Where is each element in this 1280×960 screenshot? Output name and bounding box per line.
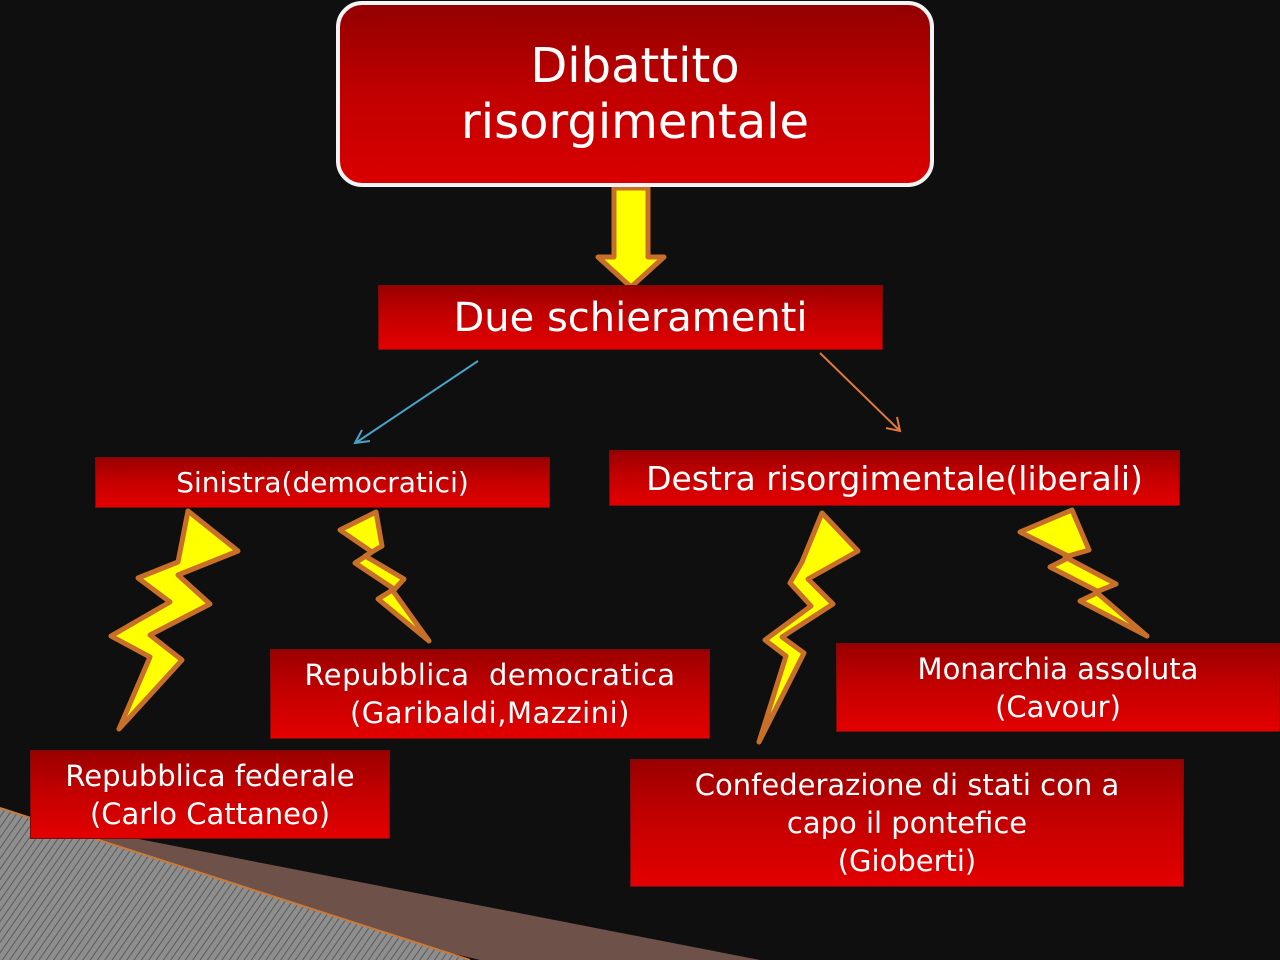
center-node-label: Due schieramenti — [453, 294, 808, 341]
right-child-box-2: Confederazione di stati con a capo il po… — [630, 759, 1184, 887]
left-child-box-1: Repubblica democratica (Garibaldi,Mazzin… — [270, 649, 710, 739]
lightning-bolt-icon — [756, 510, 861, 745]
left-child-2-line-2: (Carlo Cattaneo) — [89, 796, 331, 831]
right-child-2-line-3: (Gioberti) — [837, 844, 977, 878]
right-child-1-line-1: Monarchia assoluta — [917, 651, 1199, 686]
left-connector-arrow — [353, 360, 479, 445]
center-node-box: Due schieramenti — [378, 285, 883, 350]
right-child-2-line-1: Confederazione di stati con a — [694, 768, 1120, 802]
down-arrow-icon — [595, 185, 667, 290]
left-child-1-line-2: (Garibaldi,Mazzini) — [349, 696, 630, 730]
left-child-2-line-1: Repubblica federale — [65, 758, 355, 793]
right-branch-label: Destra risorgimentale(liberali) — [646, 458, 1143, 498]
right-child-1-line-2: (Cavour) — [995, 689, 1121, 724]
left-child-1-line-1: Repubblica democratica — [304, 658, 676, 692]
title-line-2: risorgimentale — [461, 94, 809, 150]
corner-stripe-brown — [0, 812, 760, 960]
right-connector-arrow — [819, 352, 902, 433]
right-child-2-line-2: capo il pontefice — [786, 806, 1028, 840]
right-branch-box: Destra risorgimentale(liberali) — [609, 450, 1180, 506]
title-line-1: Dibattito — [530, 38, 740, 94]
right-child-box-1: Monarchia assoluta (Cavour) — [836, 643, 1280, 732]
left-child-box-2: Repubblica federale (Carlo Cattaneo) — [30, 750, 390, 839]
left-branch-box: Sinistra(democratici) — [95, 457, 550, 508]
lightning-bolt-icon — [337, 509, 432, 644]
lightning-bolt-icon — [108, 508, 241, 732]
lightning-bolt-icon — [1017, 507, 1150, 639]
title-box: Dibattito risorgimentale — [336, 1, 934, 187]
left-branch-label: Sinistra(democratici) — [176, 466, 469, 499]
